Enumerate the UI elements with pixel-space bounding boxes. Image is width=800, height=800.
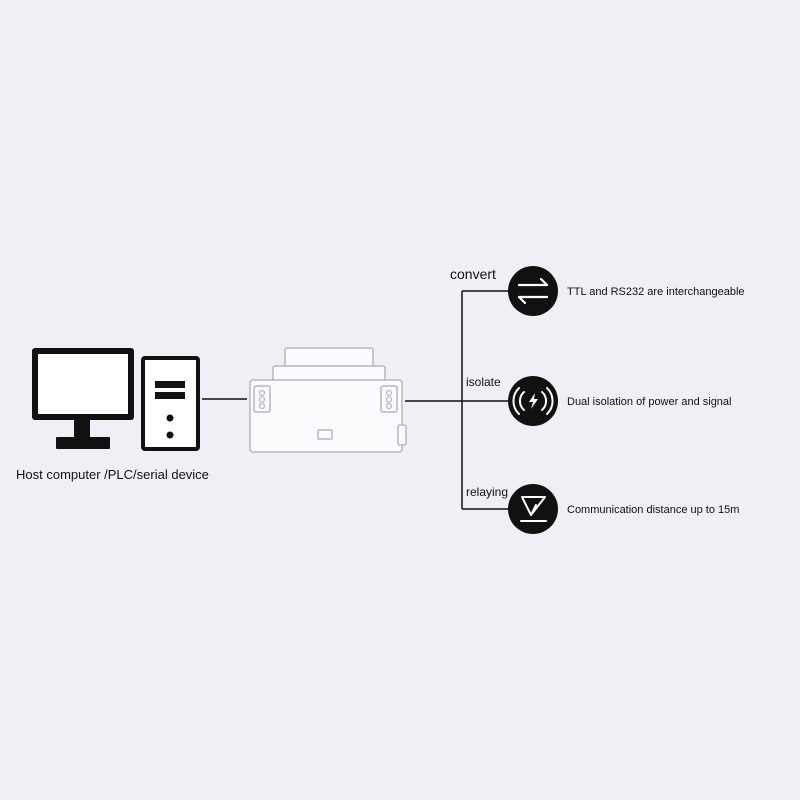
monitor-icon bbox=[32, 348, 134, 449]
converter-module-icon bbox=[249, 347, 407, 453]
branch-label-relaying: relaying bbox=[466, 485, 508, 499]
pc-tower-icon bbox=[141, 356, 200, 451]
branch-description-isolate: Dual isolation of power and signal bbox=[567, 396, 732, 408]
host-device-label: Host computer /PLC/serial device bbox=[16, 467, 209, 482]
branch-description-relaying: Communication distance up to 15m bbox=[567, 504, 739, 516]
branch-label-convert: convert bbox=[450, 266, 496, 282]
terminal-screws-icon bbox=[258, 389, 393, 410]
branch-label-isolate: isolate bbox=[466, 375, 501, 389]
signal-isolation-icon bbox=[508, 376, 558, 426]
arrows-exchange-icon bbox=[508, 266, 558, 316]
branch-description-convert: TTL and RS232 are interchangeable bbox=[567, 286, 745, 298]
send-relay-icon bbox=[508, 484, 558, 534]
